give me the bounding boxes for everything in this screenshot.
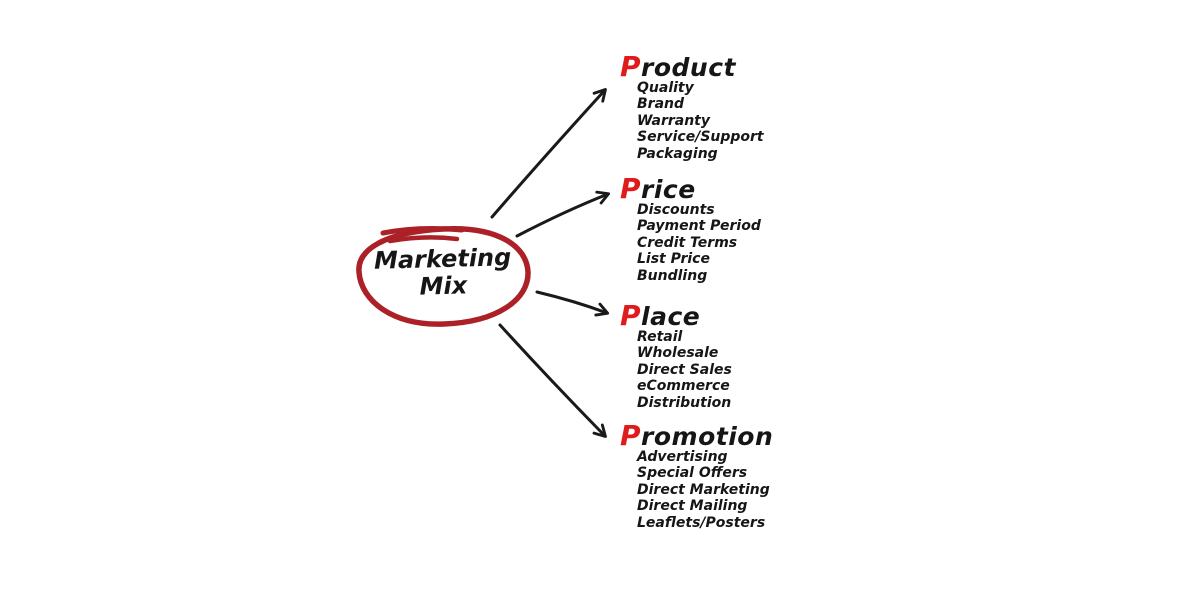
branch-promotion: Promotion Advertising Special Offers Dir… xyxy=(620,422,830,531)
center-label-line1: Marketing xyxy=(373,243,512,275)
arrow-to-price xyxy=(515,190,611,238)
center-ellipse-sketch xyxy=(356,226,531,327)
arrow-to-promotion xyxy=(498,323,607,438)
branch-product: Product Quality Brand Warranty Service/S… xyxy=(620,53,830,162)
branch-promotion-initial: P xyxy=(620,419,642,452)
branch-place-title-rest: lace xyxy=(641,302,701,331)
branch-place-title: Place xyxy=(620,302,830,331)
list-item: eCommerce xyxy=(637,378,730,395)
branch-product-items: Quality Brand Warranty Service/Support P… xyxy=(637,80,830,162)
list-item: Payment Period xyxy=(637,218,761,235)
list-item: Direct Mailing xyxy=(637,498,748,515)
list-item: Wholesale xyxy=(637,345,719,362)
center-label-line2: Mix xyxy=(419,271,468,301)
branch-price-title: Price xyxy=(620,175,830,204)
center-label: Marketing Mix xyxy=(351,243,534,303)
list-item: Discounts xyxy=(637,202,715,218)
list-item: List Price xyxy=(637,251,710,268)
branch-place: Place Retail Wholesale Direct Sales eCom… xyxy=(620,302,830,411)
arrow-to-place xyxy=(535,290,610,317)
branch-promotion-title-rest: romotion xyxy=(641,422,774,451)
list-item: Bundling xyxy=(637,267,708,284)
list-item: Direct Sales xyxy=(637,361,732,378)
list-item: Retail xyxy=(637,329,683,345)
list-item: Brand xyxy=(637,96,685,113)
branch-product-title-rest: roduct xyxy=(641,53,736,82)
list-item: Service/Support xyxy=(637,129,764,146)
list-item: Direct Marketing xyxy=(637,481,770,498)
arrow-to-product xyxy=(490,88,607,219)
list-item: Special Offers xyxy=(637,465,748,482)
list-item: Warranty xyxy=(637,112,710,129)
branch-promotion-title: Promotion xyxy=(620,422,830,451)
branch-product-initial: P xyxy=(620,50,642,83)
list-item: Packaging xyxy=(637,145,718,162)
list-item: Quality xyxy=(637,80,694,96)
branch-place-items: Retail Wholesale Direct Sales eCommerce … xyxy=(637,329,830,411)
branch-price-initial: P xyxy=(620,172,642,205)
branch-product-title: Product xyxy=(620,53,830,82)
branch-price-title-rest: rice xyxy=(641,175,696,204)
branch-price: Price Discounts Payment Period Credit Te… xyxy=(620,175,830,284)
list-item: Advertising xyxy=(637,449,728,465)
branch-price-items: Discounts Payment Period Credit Terms Li… xyxy=(637,202,830,284)
branch-place-initial: P xyxy=(620,299,642,332)
list-item: Credit Terms xyxy=(637,234,738,251)
list-item: Distribution xyxy=(637,394,732,411)
list-item: Leaflets/Posters xyxy=(637,514,766,531)
branch-promotion-items: Advertising Special Offers Direct Market… xyxy=(637,449,830,531)
